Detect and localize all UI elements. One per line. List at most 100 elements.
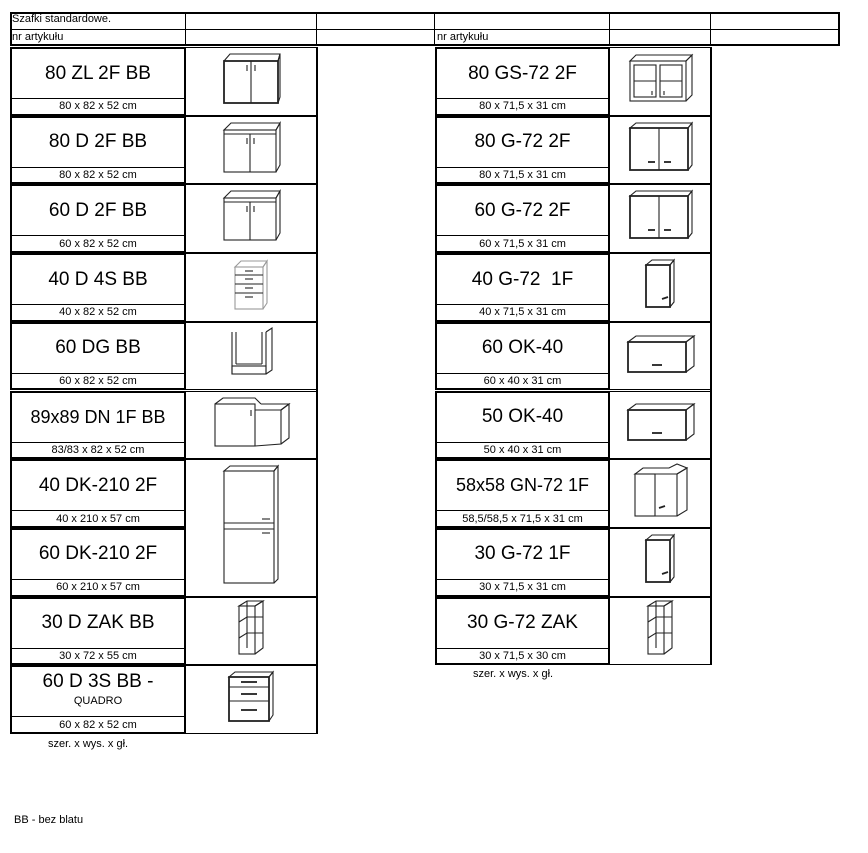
corner-wall-cabinet-icon — [629, 462, 691, 525]
item-code: 60 DG BB — [55, 337, 141, 359]
left-item-dims: 30 x 72 x 55 cm — [10, 648, 186, 666]
right-item-dims: 30 x 71,5 x 31 cm — [435, 579, 610, 597]
header-cell — [317, 12, 435, 30]
item-code: 80 ZL 2F BB — [45, 62, 151, 84]
left-item-image — [186, 253, 317, 322]
column-label-left: nr artykułu — [10, 30, 186, 46]
left-item-name: 60 DG BB — [10, 321, 186, 374]
right-item-dims: 50 x 40 x 31 cm — [435, 442, 610, 460]
item-subtitle: QUADRO — [73, 695, 123, 708]
dimensions-legend: szer. x wys. x gł. — [48, 738, 129, 750]
item-code: 60 DK-210 2F — [38, 543, 158, 565]
column-label-right: nr artykułu — [435, 30, 610, 46]
left-item-image — [186, 184, 317, 254]
right-item-name: 60 G-72 2F — [435, 184, 610, 237]
left-item-image — [186, 321, 317, 391]
left-item-dims: 60 x 82 x 52 cm — [10, 236, 186, 254]
item-code: 50 OK-40 — [481, 406, 564, 427]
right-item-name: 60 OK-40 — [435, 321, 610, 374]
base-cabinet-2-door-icon — [220, 188, 282, 249]
right-item-dims: 60 x 71,5 x 31 cm — [435, 236, 610, 254]
left-item-image — [186, 596, 317, 666]
item-code: 60 D 2F BB — [48, 199, 148, 221]
header-cell — [610, 30, 711, 46]
wall-cabinet-2-door-icon — [624, 120, 696, 181]
tall-cabinet-icon — [220, 463, 282, 592]
item-code: 80 GS-72 2F — [468, 62, 577, 84]
left-item-dims: 40 x 210 x 57 cm — [10, 511, 186, 528]
item-code: 30 G-72 1F — [474, 543, 571, 565]
hood-cabinet-icon — [624, 400, 696, 449]
left-item-name: 40 DK-210 2F — [10, 459, 186, 512]
right-item-image — [610, 527, 711, 597]
item-code: 40 DK-210 2F — [38, 474, 158, 496]
left-item-name: 60 D 2F BB — [10, 184, 186, 237]
open-shelf-icon — [642, 598, 678, 663]
wall-cabinet-1-door-icon — [640, 257, 680, 318]
item-code: 40 G-72 1F — [471, 268, 574, 290]
left-item-name: 60 D 3S BB - QUADRO — [10, 665, 186, 718]
left-item-dims: 83/83 x 82 x 52 cm — [10, 442, 186, 460]
header-cell — [711, 12, 840, 30]
right-item-name: 30 G-72 ZAK — [435, 596, 610, 649]
left-item-dims: 80 x 82 x 52 cm — [10, 167, 186, 185]
left-item-dims: 80 x 82 x 52 cm — [10, 99, 186, 116]
item-code: 80 D 2F BB — [48, 131, 148, 153]
right-item-dims: 58,5/58,5 x 71,5 x 31 cm — [435, 511, 610, 528]
item-code: 60 OK-40 — [481, 337, 564, 359]
left-item-dims: 60 x 82 x 52 cm — [10, 373, 186, 391]
right-item-name: 80 GS-72 2F — [435, 47, 610, 99]
left-item-name: 89x89 DN 1F BB — [10, 390, 186, 443]
left-column-rule — [316, 47, 318, 734]
right-item-dims: 80 x 71,5 x 31 cm — [435, 167, 610, 185]
left-item-name: 30 D ZAK BB — [10, 596, 186, 649]
header-cell — [435, 12, 610, 30]
left-item-image — [186, 115, 317, 185]
header-cell — [317, 30, 435, 46]
right-item-name: 50 OK-40 — [435, 390, 610, 443]
left-item-image — [186, 390, 317, 460]
left-item-image — [186, 459, 317, 597]
right-item-image — [610, 184, 711, 254]
right-item-image — [610, 390, 711, 460]
right-item-dims: 40 x 71,5 x 31 cm — [435, 305, 610, 322]
left-item-name: 40 D 4S BB — [10, 253, 186, 306]
item-code: 89x89 DN 1F BB — [30, 406, 166, 427]
hood-cabinet-icon — [624, 332, 696, 381]
right-item-dims: 60 x 40 x 31 cm — [435, 373, 610, 391]
right-item-dims: 80 x 71,5 x 31 cm — [435, 99, 610, 116]
item-code: 40 D 4S BB — [48, 268, 148, 290]
right-item-image — [610, 253, 711, 322]
footnote: BB - bez blatu — [14, 814, 84, 826]
header-cell — [610, 12, 711, 30]
dimensions-legend: szer. x wys. x gł. — [473, 668, 554, 681]
header-cell — [711, 30, 840, 46]
item-code: 60 G-72 2F — [474, 199, 571, 221]
corner-base-cabinet-icon — [211, 394, 291, 455]
left-item-dims: 60 x 82 x 52 cm — [10, 717, 186, 734]
left-item-name: 80 ZL 2F BB — [10, 47, 186, 99]
right-item-name: 58x58 GN-72 1F — [435, 459, 610, 512]
left-item-image — [186, 47, 317, 116]
drawer-cabinet-icon — [231, 257, 271, 318]
base-cabinet-2-door-icon — [220, 120, 282, 181]
right-item-dims: 30 x 71,5 x 30 cm — [435, 648, 610, 666]
right-item-name: 30 G-72 1F — [435, 527, 610, 580]
drawer-3-cabinet-icon — [225, 669, 277, 730]
item-code: 58x58 GN-72 1F — [455, 475, 590, 496]
right-item-image — [610, 115, 711, 185]
sink-base-cabinet-icon — [220, 51, 282, 112]
wall-cabinet-2-door-icon — [624, 188, 696, 249]
item-code: 60 D 3S BB - — [42, 671, 154, 693]
left-item-dims: 60 x 210 x 57 cm — [10, 579, 186, 597]
right-item-image — [610, 47, 711, 116]
right-column-rule — [710, 47, 712, 666]
right-item-name: 40 G-72 1F — [435, 253, 610, 306]
right-item-name: 80 G-72 2F — [435, 115, 610, 168]
left-item-name: 60 DK-210 2F — [10, 527, 186, 580]
left-item-dims: 40 x 82 x 52 cm — [10, 305, 186, 322]
glass-wall-cabinet-icon — [624, 51, 696, 112]
item-code: 80 G-72 2F — [474, 131, 571, 153]
right-item-image — [610, 596, 711, 666]
left-item-name: 80 D 2F BB — [10, 115, 186, 168]
